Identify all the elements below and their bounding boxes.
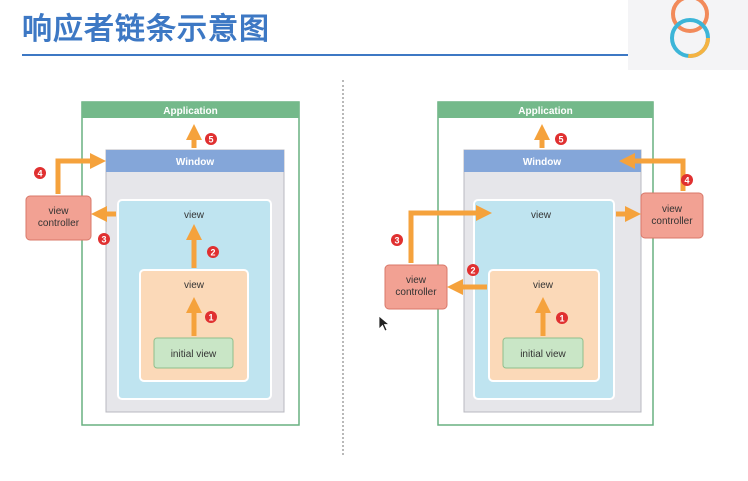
inner-view-label: view [533,280,554,291]
window-bar [464,150,641,172]
initial-view-label: initial view [520,349,566,360]
svg-text:5: 5 [208,135,213,145]
step-badge-4: 4 [34,167,46,179]
view-controller-bottom-label-line2: controller [395,287,437,298]
view-controller-label-line1: view [48,206,69,217]
step-badge-1: 1 [205,311,217,323]
window-label: Window [176,157,214,168]
mouse-cursor-icon [378,315,391,332]
step-badge-2: 2 [467,264,479,276]
svg-text:1: 1 [208,313,213,323]
svg-text:2: 2 [210,248,215,258]
view-controller-top-label-line2: controller [651,216,693,227]
step-badge-5: 5 [205,133,217,145]
inner-view-label: view [184,280,205,291]
svg-text:3: 3 [394,236,399,246]
view-label: view [184,210,205,221]
application-label: Application [518,106,572,117]
view-controller-top-label-line1: view [662,204,683,215]
window-bar [106,150,284,172]
svg-text:2: 2 [470,266,475,276]
step-badge-4: 4 [681,174,693,186]
svg-text:5: 5 [558,135,563,145]
view-label: view [531,210,552,221]
application-label: Application [163,106,217,117]
view-controller-label-line2: controller [38,218,80,229]
svg-text:3: 3 [101,235,106,245]
initial-view-label: initial view [171,349,217,360]
step-badge-1: 1 [556,312,568,324]
svg-text:4: 4 [37,169,42,179]
left-responder-diagram: Application Window view view initial vie… [25,101,300,426]
page-title: 响应者链条示意图 [22,12,270,47]
ios-logo-icon [628,0,748,70]
svg-text:4: 4 [684,176,689,186]
step-badge-5: 5 [555,133,567,145]
title-underline [22,54,727,56]
center-divider [342,80,344,455]
application-bar [438,102,653,118]
step-badge-3: 3 [98,233,110,245]
svg-text:1: 1 [559,314,564,324]
right-responder-diagram: Application Window view view initial vie… [384,101,704,426]
initial-view-box [502,337,584,369]
arrow-step-4 [55,152,107,194]
view-controller-bottom-label-line1: view [406,275,427,286]
step-badge-2: 2 [207,246,219,258]
application-bar [82,102,299,118]
initial-view-box [153,337,234,369]
arrow-step-3 [408,204,493,263]
step-badge-3: 3 [391,234,403,246]
window-label: Window [523,157,561,168]
